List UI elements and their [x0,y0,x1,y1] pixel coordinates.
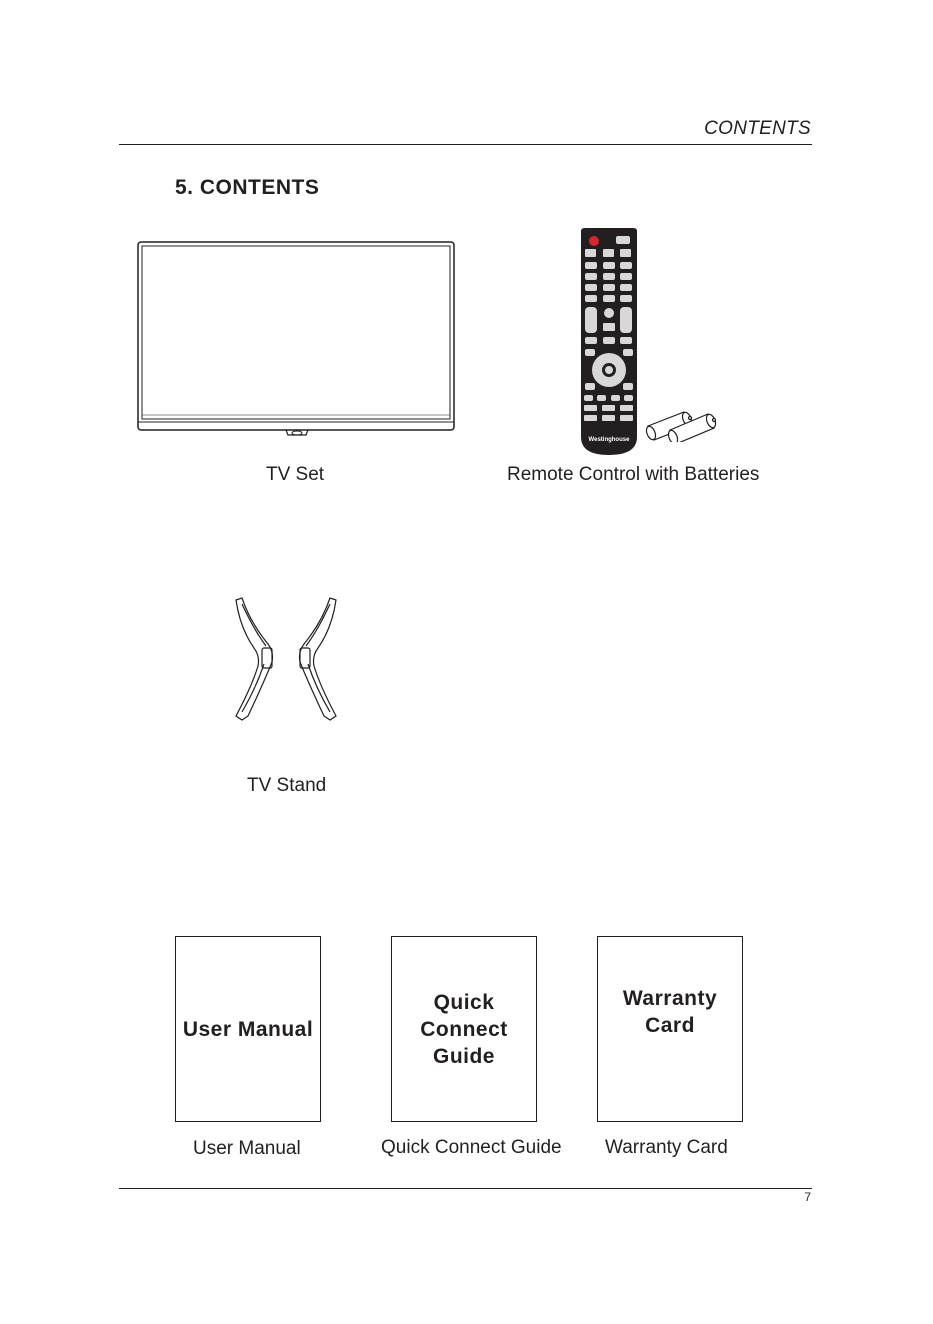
warranty-card-caption: Warranty Card [605,1137,728,1159]
tv-stand-caption: TV Stand [247,775,326,797]
warranty-card-booklet: Warranty Card [597,936,743,1122]
quick-connect-guide-cover-text: Quick Connect Guide [420,989,508,1070]
header-rule [119,144,812,145]
tv-set-illustration [136,240,458,440]
quick-connect-guide-caption: Quick Connect Guide [381,1137,562,1159]
page-number: 7 [804,1190,811,1204]
warranty-card-cover-text: Warranty Card [623,985,717,1039]
user-manual-caption: User Manual [193,1138,301,1160]
remote-caption: Remote Control with Batteries [507,464,759,486]
batteries-illustration [642,402,722,442]
user-manual-cover-text: User Manual [183,1016,313,1043]
user-manual-booklet: User Manual [175,936,321,1122]
quick-connect-guide-booklet: Quick Connect Guide [391,936,537,1122]
tv-stand-illustration [228,592,344,726]
remote-brand-label: Westinghouse [586,437,632,443]
section-title: 5. CONTENTS [175,176,319,200]
tv-set-caption: TV Set [266,464,324,486]
footer-rule [119,1188,812,1189]
remote-control-illustration [575,227,645,459]
running-header: CONTENTS [704,118,811,140]
